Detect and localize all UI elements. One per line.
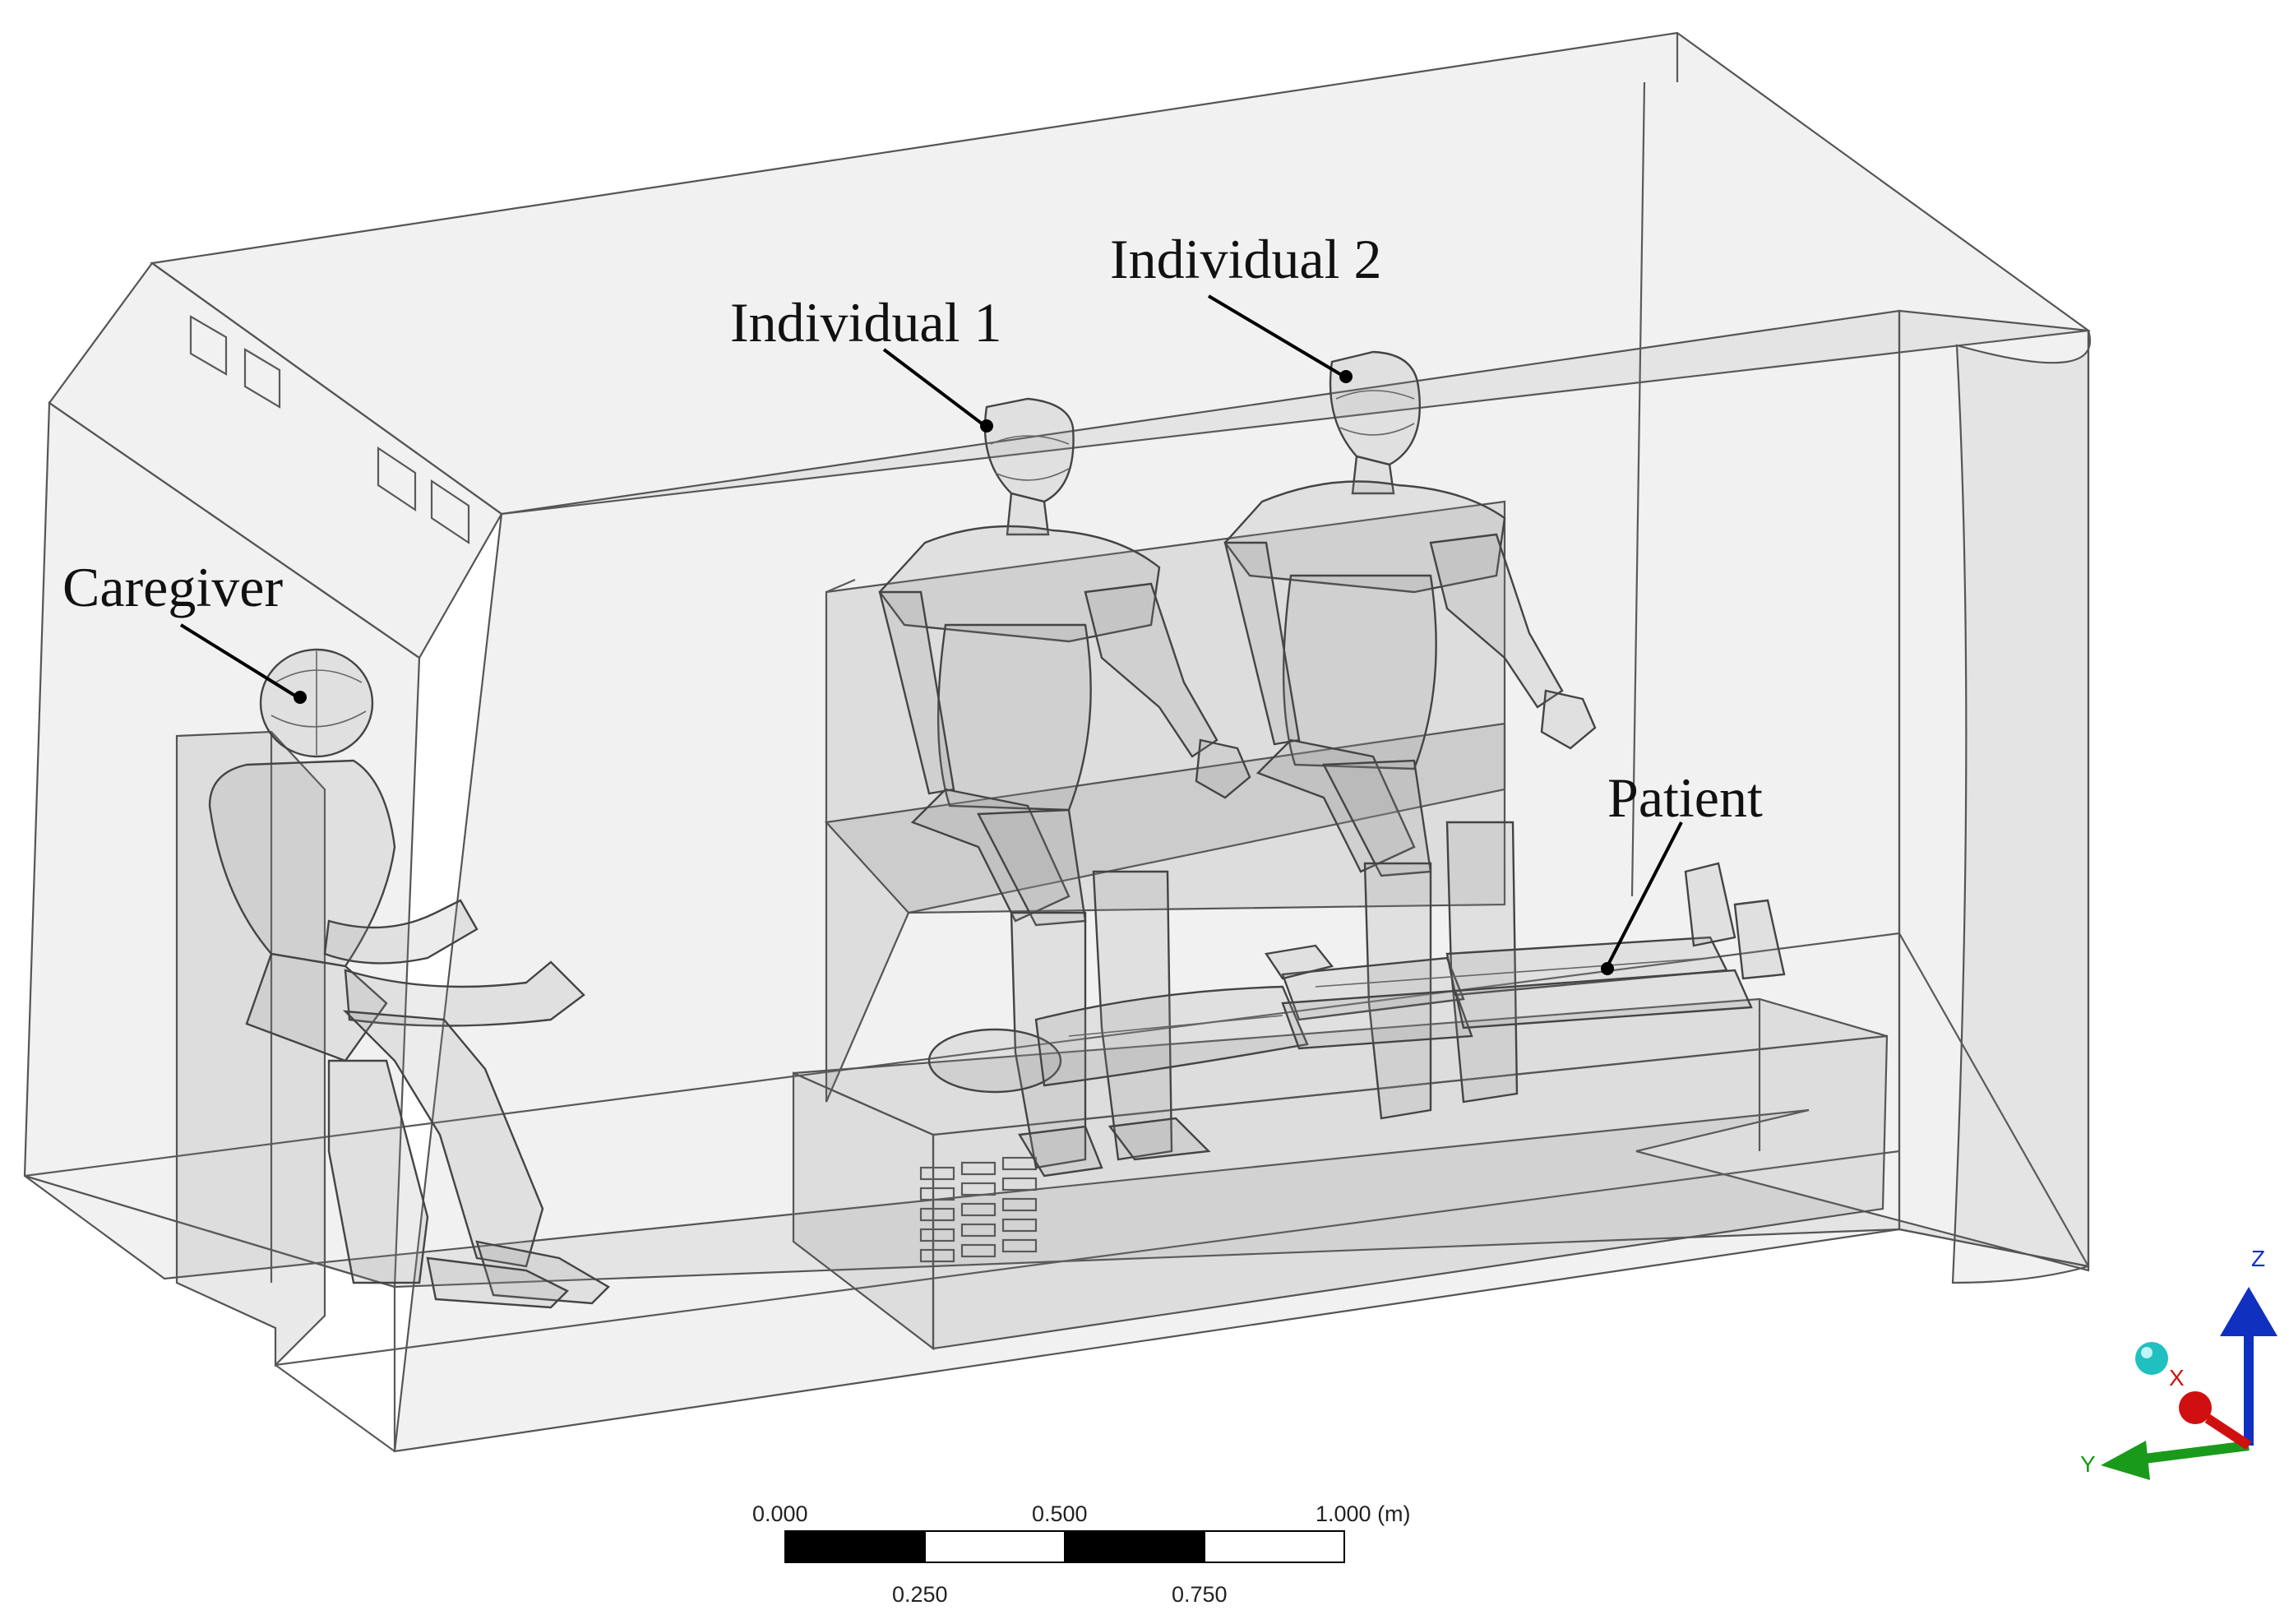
label-individual-2: Individual 2: [1110, 228, 1382, 290]
origin-sphere-icon: [2135, 1342, 2168, 1375]
z-axis-arrow: [2220, 1287, 2277, 1336]
caregiver-seat: [175, 730, 326, 1367]
individual-1-figure: [878, 397, 1251, 1178]
x-axis-label: X: [2169, 1365, 2185, 1390]
patient-stretcher: [792, 997, 1889, 1351]
y-axis-line: [2137, 1441, 2250, 1464]
patient-figure: [927, 862, 1786, 1094]
caregiver-figure: [208, 648, 610, 1309]
annotation-patient: Patient: [1601, 766, 1763, 975]
annotation-individual-1: Individual 1: [730, 291, 1002, 433]
annotation-individual-2: Individual 2: [1110, 228, 1382, 383]
scale-bar: 0.000 0.500 1.000 (m) 0.250 0.750: [752, 1501, 1411, 1607]
label-patient: Patient: [1607, 766, 1763, 829]
scale-label-0: 0.000: [752, 1501, 808, 1526]
axis-triad: Z Y X: [2080, 1246, 2277, 1480]
scale-label-750: 0.750: [1172, 1582, 1228, 1607]
stretcher-vents: [919, 1156, 1038, 1263]
scale-label-250: 0.250: [892, 1582, 948, 1607]
y-axis-arrow: [2101, 1441, 2150, 1480]
label-caregiver: Caregiver: [62, 556, 283, 618]
scale-label-500: 0.500: [1032, 1501, 1088, 1526]
annotation-caregiver: Caregiver: [62, 556, 307, 704]
ceiling-vents: [189, 315, 470, 545]
cabin-shell: [23, 31, 2091, 1453]
bench-seat: [824, 500, 1506, 1103]
scale-label-1000: 1.000 (m): [1316, 1501, 1411, 1526]
individual-2-figure: [1223, 350, 1597, 1120]
x-axis-line: [2204, 1413, 2252, 1450]
y-axis-label: Y: [2080, 1451, 2096, 1477]
x-axis-arrow: [2179, 1391, 2212, 1424]
z-axis-label: Z: [2251, 1246, 2265, 1271]
label-individual-1: Individual 1: [730, 291, 1002, 354]
